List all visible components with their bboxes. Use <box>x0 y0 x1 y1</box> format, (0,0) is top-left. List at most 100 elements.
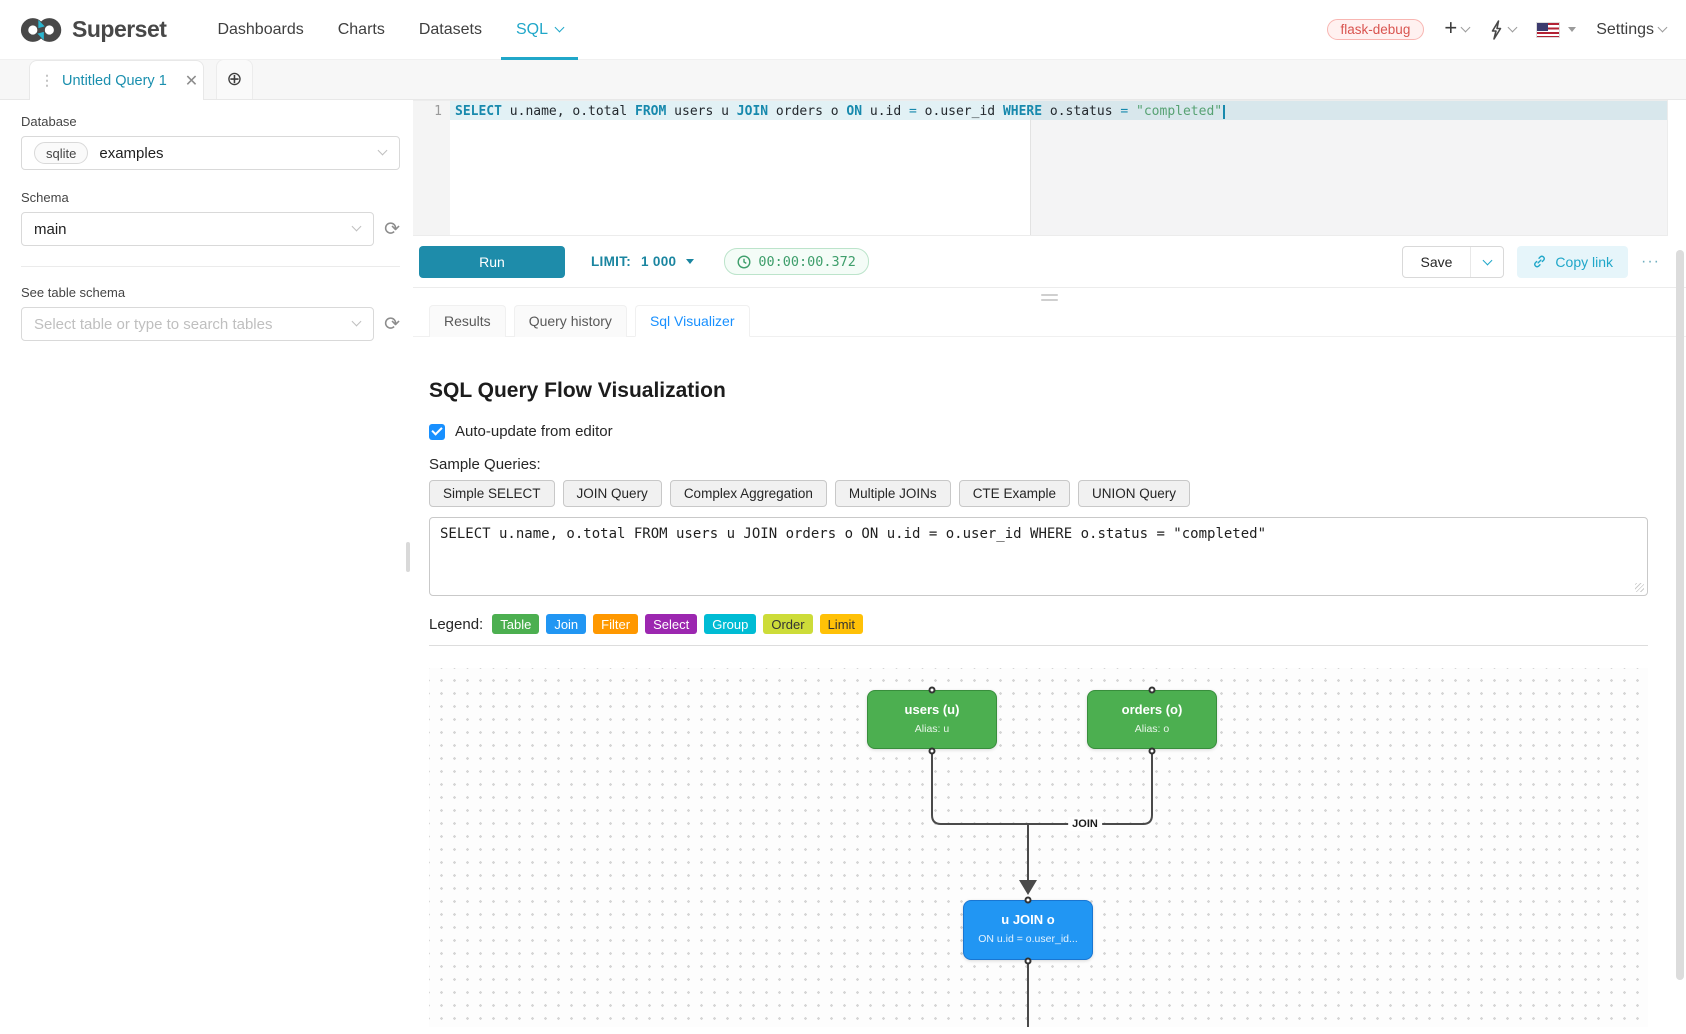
sample-button-cte-example[interactable]: CTE Example <box>958 480 1070 507</box>
result-tabs: Results Query history Sql Visualizer <box>413 305 1686 337</box>
caret-down-icon <box>1568 27 1577 32</box>
database-label: Database <box>21 114 77 129</box>
nav-item-sql[interactable]: SQL <box>499 0 580 60</box>
sidebar-resize-handle[interactable] <box>406 542 410 572</box>
checkbox-checked-icon[interactable] <box>429 423 445 440</box>
query-tab-untitled[interactable]: ⋮ Untitled Query 1 ✕ <box>29 60 204 100</box>
join-edge-label: JOIN <box>1068 817 1102 831</box>
node-subtitle: Alias: u <box>914 723 950 735</box>
pane-resize-handle[interactable] <box>1041 294 1058 301</box>
chevron-down-icon <box>1507 22 1518 33</box>
flow-node-join[interactable]: u JOIN o ON u.id = o.user_id... <box>963 900 1093 960</box>
sql-token: o.status <box>1042 104 1121 119</box>
new-query-tab-button[interactable]: ⊕ <box>216 59 253 99</box>
limit-dropdown[interactable]: LIMIT: 1 000 <box>591 254 695 269</box>
us-flag-icon <box>1536 21 1561 38</box>
auto-update-label: Auto-update from editor <box>455 423 613 440</box>
limit-value: 1 000 <box>641 254 677 269</box>
sql-token: = <box>1120 104 1129 119</box>
node-title: users (u) <box>904 702 960 717</box>
settings-menu[interactable]: Settings <box>1596 20 1668 39</box>
run-button[interactable]: Run <box>419 245 565 278</box>
legend-badge-join: Join <box>546 614 587 634</box>
sql-editor-line[interactable]: SELECT u.name, o.total FROM users u JOIN… <box>455 102 1225 121</box>
legend-row: Legend: Table Join Filter Select Group O… <box>429 614 1648 634</box>
page-scrollbar[interactable] <box>1676 250 1684 980</box>
nav-item-charts[interactable]: Charts <box>321 0 402 60</box>
database-engine-tag: sqlite <box>34 142 89 164</box>
tab-label: Results <box>444 313 491 329</box>
legend-label: Legend: <box>429 615 484 633</box>
node-handle <box>1148 747 1156 755</box>
sql-token <box>1128 104 1136 119</box>
sql-lab-sidebar: Database sqlite examples Schema main ⟳ S… <box>0 100 413 1034</box>
chevron-down-icon <box>554 22 565 33</box>
sample-button-multiple-joins[interactable]: Multiple JOINs <box>834 480 951 507</box>
flow-edges <box>931 753 1153 1027</box>
editor-print-margin <box>1030 101 1031 235</box>
editor-active-line-highlight <box>413 101 1667 120</box>
table-select[interactable]: Select table or type to search tables <box>21 307 375 341</box>
sidebar-divider <box>21 266 400 267</box>
legend-badge-table: Table <box>492 614 540 634</box>
sql-code-editor[interactable]: 1 SELECT u.name, o.total FROM users u JO… <box>413 100 1668 236</box>
save-button[interactable]: Save <box>1420 253 1453 270</box>
sql-token: "completed" <box>1136 104 1223 119</box>
sample-queries-label: Sample Queries: <box>429 456 541 473</box>
nav-item-datasets[interactable]: Datasets <box>402 0 499 60</box>
refresh-schema-icon[interactable]: ⟳ <box>384 218 400 240</box>
tab-sql-visualizer[interactable]: Sql Visualizer <box>634 305 750 337</box>
superset-logo[interactable]: Superset <box>20 16 167 44</box>
page-title: SQL Query Flow Visualization <box>429 379 726 402</box>
editor-gutter: 1 <box>413 101 450 235</box>
node-handle <box>928 747 936 755</box>
nav-label: Charts <box>337 20 385 38</box>
query-input-textarea[interactable]: SELECT u.name, o.total FROM users u JOIN… <box>429 517 1648 596</box>
top-navbar: Superset Dashboards Charts Datasets SQL … <box>0 0 1686 60</box>
environment-badge: flask-debug <box>1326 19 1425 40</box>
save-options-button[interactable] <box>1470 246 1503 277</box>
sql-token: JOIN <box>736 104 769 119</box>
chevron-down-icon <box>351 221 362 232</box>
flow-canvas[interactable]: users (u) Alias: u orders (o) Alias: o u… <box>429 668 1648 1027</box>
main-nav: Dashboards Charts Datasets SQL <box>200 0 580 60</box>
sample-button-complex-aggregation[interactable]: Complex Aggregation <box>669 480 827 507</box>
node-subtitle: Alias: o <box>1134 723 1170 735</box>
chevron-down-icon <box>1482 255 1493 266</box>
language-picker[interactable] <box>1536 21 1577 38</box>
alerts-menu[interactable] <box>1489 19 1518 40</box>
tab-results[interactable]: Results <box>429 305 506 337</box>
plus-icon: + <box>1444 15 1458 40</box>
table-select-placeholder: Select table or type to search tables <box>34 315 273 333</box>
sample-button-join-query[interactable]: JOIN Query <box>562 480 662 507</box>
sample-button-simple-select[interactable]: Simple SELECT <box>429 480 555 507</box>
chevron-down-icon <box>377 145 388 156</box>
settings-label: Settings <box>1596 20 1654 38</box>
sql-token: users u <box>666 104 737 119</box>
nav-item-dashboards[interactable]: Dashboards <box>200 0 320 60</box>
superset-infinity-icon <box>20 17 62 42</box>
schema-label: Schema <box>21 190 69 205</box>
tab-label: Sql Visualizer <box>649 313 735 329</box>
plus-circle-icon: ⊕ <box>226 69 243 90</box>
editor-toolbar: Run LIMIT: 1 000 00:00:00.372 Save <box>413 236 1686 288</box>
sql-visualizer-panel: SQL Query Flow Visualization Auto-update… <box>413 337 1686 1027</box>
more-actions-button[interactable]: ··· <box>1641 252 1660 270</box>
sample-button-union-query[interactable]: UNION Query <box>1077 480 1190 507</box>
schema-select[interactable]: main <box>21 212 375 246</box>
flow-node-orders-table[interactable]: orders (o) Alias: o <box>1087 690 1217 749</box>
auto-update-checkbox-row[interactable]: Auto-update from editor <box>429 423 1648 440</box>
drag-handle-icon[interactable]: ⋮ <box>40 72 54 88</box>
node-handle <box>928 686 936 694</box>
sql-token: orders o <box>768 104 847 119</box>
new-item-menu[interactable]: + <box>1444 15 1471 40</box>
node-subtitle: ON u.id = o.user_id... <box>978 933 1078 945</box>
tab-query-history[interactable]: Query history <box>513 305 627 337</box>
database-select[interactable]: sqlite examples <box>21 136 400 170</box>
copy-link-button[interactable]: Copy link <box>1517 245 1629 278</box>
sql-token: WHERE <box>1002 104 1043 119</box>
close-icon[interactable]: ✕ <box>184 72 199 90</box>
flow-node-users-table[interactable]: users (u) Alias: u <box>867 690 997 749</box>
refresh-tables-icon[interactable]: ⟳ <box>384 313 400 335</box>
chevron-down-icon <box>1657 22 1668 33</box>
